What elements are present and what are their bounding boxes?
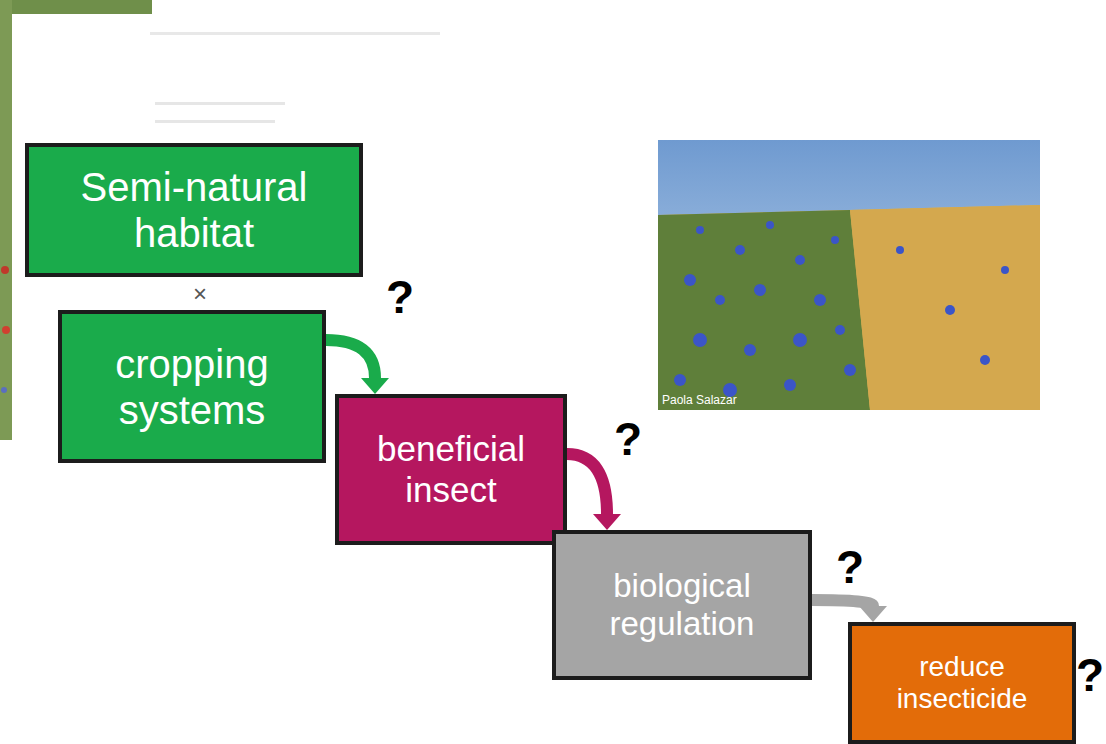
faint-line bbox=[155, 102, 285, 105]
arrow-shaft bbox=[812, 600, 873, 606]
arrow-shaft bbox=[326, 340, 375, 378]
box-label: biological regulation bbox=[566, 567, 798, 643]
question-mark: ? bbox=[614, 412, 642, 466]
flow-arrow bbox=[326, 340, 389, 394]
field-photo bbox=[658, 140, 1040, 410]
question-mark: ? bbox=[386, 270, 414, 324]
process-box: Semi-natural habitat bbox=[25, 143, 363, 277]
box-label: beneficial insect bbox=[349, 429, 553, 510]
photo-fragment bbox=[2, 326, 10, 334]
process-box: beneficial insect bbox=[335, 394, 567, 545]
photo-credit: Paola Salazar bbox=[662, 393, 737, 407]
flow-arrow bbox=[567, 454, 621, 530]
photo-fragment bbox=[0, 0, 152, 14]
box-label: Semi-natural habitat bbox=[39, 164, 349, 256]
process-box: cropping systems bbox=[58, 310, 326, 463]
photo-fragment bbox=[1, 387, 7, 393]
arrow-head bbox=[593, 514, 621, 530]
faint-line bbox=[155, 120, 275, 123]
photo-fragment bbox=[1, 266, 9, 274]
flow-arrow bbox=[812, 600, 887, 622]
arrow-shaft bbox=[567, 454, 607, 514]
multiply-sign: × bbox=[193, 280, 207, 308]
process-box: reduce insecticide bbox=[848, 622, 1076, 744]
box-label: cropping systems bbox=[72, 341, 312, 433]
arrow-head bbox=[859, 606, 887, 622]
arrow-head bbox=[361, 378, 389, 394]
question-mark: ? bbox=[836, 540, 864, 594]
box-label: reduce insecticide bbox=[862, 651, 1062, 715]
question-mark: ? bbox=[1076, 648, 1104, 702]
faint-line bbox=[150, 32, 440, 35]
photo-fragment bbox=[0, 0, 12, 440]
process-box: biological regulation bbox=[552, 530, 812, 680]
